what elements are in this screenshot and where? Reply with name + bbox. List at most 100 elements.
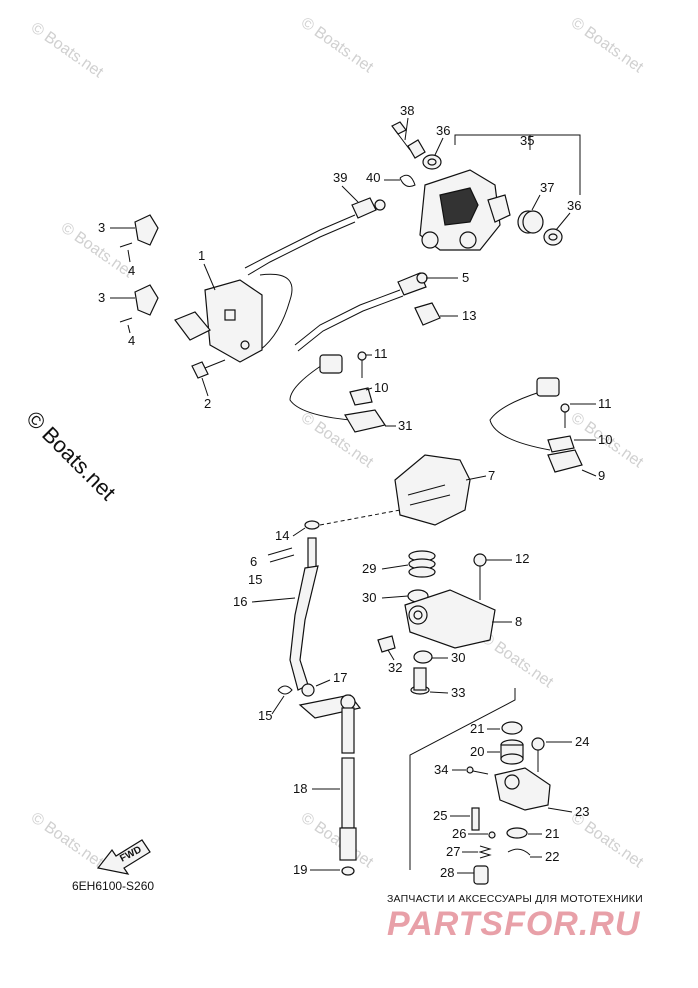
washer-14 <box>304 520 320 530</box>
remote-control-housing <box>419 169 511 251</box>
clip-3-bottom <box>134 284 159 316</box>
bushing-36-right <box>543 228 563 246</box>
callout: 40 <box>366 170 380 185</box>
callout: 26 <box>452 826 466 841</box>
callout: 5 <box>462 270 469 285</box>
footer-logo[interactable]: PARTSFOR.RU <box>387 905 641 943</box>
callout: 9 <box>598 468 605 483</box>
bolt-24 <box>531 737 545 772</box>
watermark: © Boats.net <box>298 809 377 871</box>
callout: 14 <box>275 528 289 543</box>
shift-lever-16 <box>289 565 319 691</box>
rod-top <box>307 537 317 569</box>
ball-26 <box>488 831 496 839</box>
callout: 23 <box>575 804 589 819</box>
neutral-switch-31 <box>289 354 386 433</box>
circlip-22 <box>507 848 531 856</box>
callout: 39 <box>333 170 347 185</box>
callout: 29 <box>362 561 376 576</box>
bolt-38 <box>391 121 426 159</box>
cable-bracket-1 <box>204 279 263 363</box>
throttle-cable <box>244 214 356 269</box>
callout: 1 <box>198 248 205 263</box>
shift-rod-18 <box>339 707 357 861</box>
callout: 22 <box>545 849 559 864</box>
callout: 24 <box>575 734 589 749</box>
assembly-bracket <box>409 688 516 870</box>
bushing-37 <box>517 210 544 234</box>
watermark: © Boats.net <box>568 14 647 76</box>
callout: 10 <box>374 380 388 395</box>
side-watermark: © Boats.net <box>21 406 120 505</box>
bracket-35 <box>454 134 581 195</box>
callout: 15 <box>258 708 272 723</box>
o-ring-21-top <box>501 721 523 735</box>
neutral-switch-9 <box>489 377 583 473</box>
spring-29 <box>408 550 436 578</box>
footer-caption: ЗАПЧАСТИ И АКСЕССУАРЫ ДЛЯ МОТОТЕХНИКИ <box>387 893 643 905</box>
callout: 36 <box>567 198 581 213</box>
cable-joint-39 <box>351 197 386 219</box>
diagram-code: 6EH6100-S260 <box>72 879 154 893</box>
callout: 34 <box>434 762 448 777</box>
callout: 2 <box>204 396 211 411</box>
callout: 16 <box>233 594 247 609</box>
callout: 32 <box>388 660 402 675</box>
pin-4-top <box>119 242 133 248</box>
callout: 11 <box>598 396 612 411</box>
grease-nipple-32 <box>377 635 396 653</box>
bracket-plate <box>174 311 211 341</box>
callout: 35 <box>520 133 534 148</box>
bushing-36-top <box>422 154 442 170</box>
callout: 11 <box>374 346 388 361</box>
callouts: 38 36 35 37 36 39 40 3 4 3 4 1 2 5 13 11… <box>98 103 612 880</box>
fwd-arrow: FWD <box>96 839 151 875</box>
callout: 30 <box>362 590 376 605</box>
callout: 8 <box>515 614 522 629</box>
callout: 13 <box>462 308 476 323</box>
callout: 28 <box>440 865 454 880</box>
screw-11-right <box>560 403 570 428</box>
pin-4-bottom <box>119 317 133 323</box>
watermark: © Boats.net <box>298 14 377 76</box>
plunger-28 <box>473 865 489 885</box>
shift-cable-b <box>297 295 404 352</box>
screw-11-left <box>357 351 367 378</box>
callout: 21 <box>470 721 484 736</box>
callout: 27 <box>446 844 460 859</box>
pin-17 <box>301 683 315 697</box>
callout: 19 <box>293 862 307 877</box>
screw-34 <box>466 766 489 775</box>
cable-joint-5 <box>397 272 428 296</box>
collar-30-bottom <box>413 650 433 664</box>
watermark: © Boats.net <box>28 809 107 871</box>
watermark: © Boats.net <box>28 19 107 81</box>
holder-13 <box>414 302 441 326</box>
callout: 20 <box>470 744 484 759</box>
pin-25 <box>471 807 480 831</box>
spring-27 <box>478 845 492 859</box>
callout: 10 <box>598 432 612 447</box>
callout: 3 <box>98 290 105 305</box>
clip-6 <box>267 547 295 563</box>
callout: 4 <box>128 333 135 348</box>
callout: 21 <box>545 826 559 841</box>
callout: 3 <box>98 220 105 235</box>
callout: 31 <box>398 418 412 433</box>
callout: 17 <box>333 670 347 685</box>
clip-3-top <box>134 214 159 246</box>
o-ring-19 <box>341 866 355 876</box>
callout: 30 <box>451 650 465 665</box>
callout: 37 <box>540 180 554 195</box>
bolt-12 <box>473 553 487 600</box>
callout: 6 <box>250 554 257 569</box>
callout: 38 <box>400 103 414 118</box>
callout: 33 <box>451 685 465 700</box>
bolt-33 <box>410 667 430 695</box>
callout: 4 <box>128 263 135 278</box>
clip-40 <box>399 174 416 187</box>
cam-housing-23 <box>494 767 551 811</box>
callout: 12 <box>515 551 529 566</box>
o-ring-21-bottom <box>506 827 528 839</box>
